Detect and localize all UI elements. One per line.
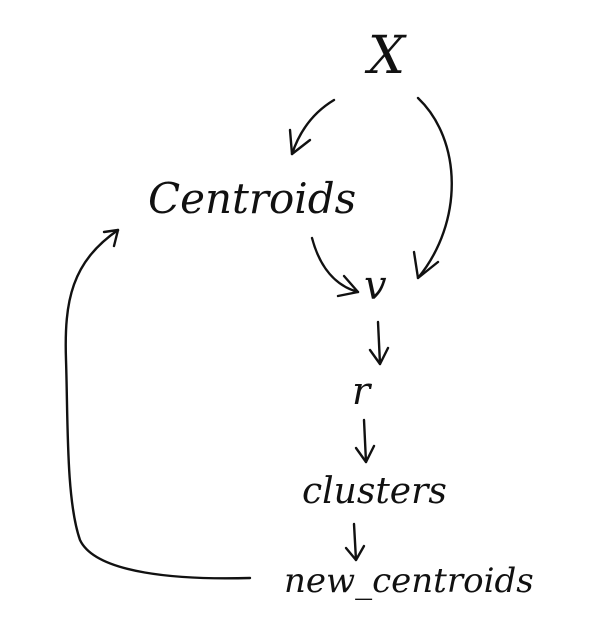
edge-x-to-centroids bbox=[288, 98, 336, 156]
edge-new-centroids-to-centroids bbox=[64, 228, 252, 580]
edge-r-to-clusters bbox=[354, 418, 376, 464]
node-centroids: Centroids bbox=[148, 174, 357, 223]
edge-centroids-to-v bbox=[310, 236, 360, 298]
edge-v-to-r bbox=[368, 320, 390, 366]
node-clusters: clusters bbox=[302, 471, 447, 512]
node-x: X bbox=[368, 26, 406, 86]
edge-x-to-v bbox=[412, 96, 453, 280]
node-new-centroids: new_centroids bbox=[284, 561, 534, 601]
node-v: v bbox=[364, 263, 387, 309]
node-r: r bbox=[352, 369, 371, 413]
edge-clusters-to-new-centroids bbox=[344, 522, 366, 562]
